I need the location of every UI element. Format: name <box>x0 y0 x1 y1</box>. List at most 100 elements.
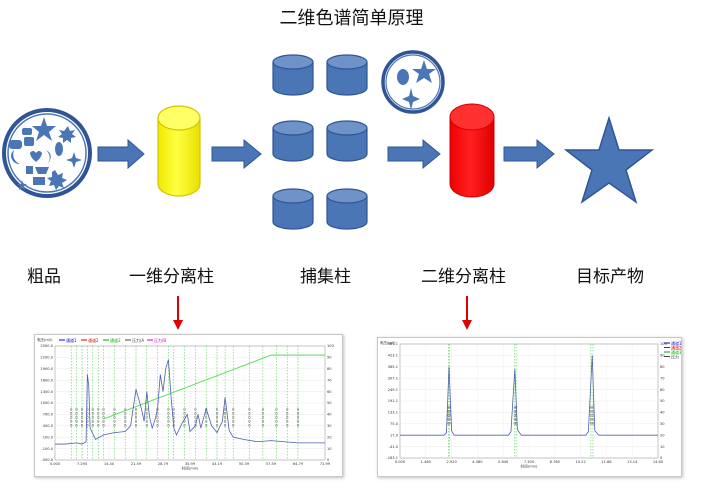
fraction-marker-dot <box>261 424 264 427</box>
fraction-marker-dot <box>261 420 264 423</box>
y-right-tick-label: 0 <box>660 456 663 460</box>
fraction-marker-dot <box>275 408 278 411</box>
x-tick-label: 14.40 <box>104 462 115 466</box>
x-tick-label: 71.99 <box>320 462 331 466</box>
fraction-marker-dot <box>75 408 78 411</box>
fraction-marker-dot <box>194 412 197 415</box>
fraction-marker-dot <box>167 412 170 415</box>
fraction-marker-dot <box>297 424 299 427</box>
y-right-tick-label: 100 <box>327 344 335 348</box>
yellow-cylinder-icon <box>157 105 201 197</box>
fraction-marker-dot <box>102 424 105 427</box>
right-arrow-icon <box>97 138 145 170</box>
fraction-marker-dot <box>145 408 148 411</box>
fraction-marker-dot <box>248 424 251 427</box>
gradient-line <box>103 354 325 420</box>
fraction-marker-dot <box>102 408 105 411</box>
y-right-tick-label: 10 <box>327 447 332 451</box>
mixed-shapes-circle-icon <box>2 108 92 198</box>
legend-item: 通道1 <box>59 337 77 343</box>
y-tick-label: -41.0 <box>389 445 399 449</box>
fraction-marker-dot <box>589 406 592 409</box>
fraction-marker-dot <box>592 422 594 425</box>
fraction-marker-dot <box>216 424 218 427</box>
svg-text:通道3: 通道3 <box>671 349 681 355</box>
fraction-marker-dot <box>224 416 227 419</box>
fraction-marker-dot <box>183 408 186 411</box>
fraction-marker-dot <box>589 422 592 425</box>
svg-text:通道2: 通道2 <box>88 337 99 343</box>
fraction-marker-dot <box>172 412 175 415</box>
label-dim2-column: 二维分离柱 <box>421 267 506 287</box>
fraction-marker-dot <box>286 420 289 423</box>
fraction-marker-dot <box>297 408 299 411</box>
fraction-marker-dot <box>248 408 251 411</box>
fraction-marker-dot <box>75 424 78 427</box>
fraction-marker-dot <box>275 416 278 419</box>
legend-item: 压力/B <box>147 337 166 343</box>
svg-text:压力/B: 压力/B <box>154 337 166 343</box>
legend-item: 压力 <box>664 354 679 360</box>
y-right-tick-label: 40 <box>660 411 665 415</box>
x-tick-label: 43.19 <box>212 462 223 466</box>
y-right-tick-label: 50 <box>327 401 332 405</box>
y-tick-label: 2200.0 <box>40 356 53 360</box>
svg-text:通道1: 通道1 <box>66 337 77 343</box>
fraction-marker-dot <box>102 420 105 423</box>
star-icon <box>563 115 655 204</box>
label-trap-column: 捕集柱 <box>300 267 351 287</box>
fraction-marker-dot <box>135 412 137 415</box>
fraction-marker-dot <box>91 416 94 419</box>
y-right-tick-label: 100 <box>660 342 668 346</box>
y-right-tick-label: 30 <box>327 424 332 428</box>
fraction-marker-dot <box>205 424 208 427</box>
fraction-marker-dot <box>232 412 235 415</box>
y-right-tick-label: 50 <box>660 399 665 403</box>
fraction-marker-dot <box>286 412 289 415</box>
fraction-marker-dot <box>70 408 73 411</box>
fraction-marker-dot <box>81 412 83 415</box>
y-tick-label: 2500.0 <box>40 344 53 348</box>
fraction-marker-dot <box>113 412 116 415</box>
blue-cylinder-icon <box>272 188 314 230</box>
fraction-marker-dot <box>167 424 170 427</box>
y-right-tick-label: 0 <box>327 458 330 462</box>
fraction-marker-dot <box>205 416 208 419</box>
x-tick-label: 28.79 <box>158 462 169 466</box>
y-tick-label: 133.1 <box>388 411 398 415</box>
fraction-marker-dot <box>156 424 159 427</box>
legend-item: 通道3 <box>103 337 121 343</box>
x-tick-label: 10.22 <box>575 460 585 464</box>
fraction-marker-dot <box>592 414 594 417</box>
fraction-marker-dot <box>275 424 278 427</box>
y-tick-label: 365.1 <box>388 365 398 369</box>
fraction-marker-dot <box>224 424 227 427</box>
fraction-marker-dot <box>513 414 516 417</box>
x-tick-label: 57.59 <box>266 462 277 466</box>
fraction-marker-dot <box>81 408 83 411</box>
fraction-marker-dot <box>183 424 186 427</box>
blue-cylinder-icon <box>326 54 368 96</box>
x-tick-label: 11.68 <box>601 460 612 464</box>
fraction-marker-dot <box>97 408 100 411</box>
fraction-marker-dot <box>194 416 197 419</box>
fraction-marker-dot <box>216 412 218 415</box>
legend-item: 通道2 <box>81 337 99 343</box>
x-tick-label: 50.39 <box>239 462 250 466</box>
fraction-marker-dot <box>81 416 83 419</box>
x-tick-label: 64.79 <box>293 462 304 466</box>
fraction-marker-dot <box>70 420 73 423</box>
fraction-marker-dot <box>589 418 592 421</box>
fraction-marker-dot <box>97 412 100 415</box>
y-tick-label: -100.0 <box>41 447 53 451</box>
fraction-marker-dot <box>286 416 289 419</box>
x-tick-label: 14.60 <box>653 460 664 464</box>
svg-text:压力/A: 压力/A <box>132 337 144 343</box>
y-tick-label: 1900.0 <box>40 367 53 371</box>
fraction-marker-dot <box>224 408 227 411</box>
fraction-marker-dot <box>205 412 208 415</box>
fraction-marker-dot <box>275 420 278 423</box>
y-tick-label: 481.1 <box>388 342 398 346</box>
